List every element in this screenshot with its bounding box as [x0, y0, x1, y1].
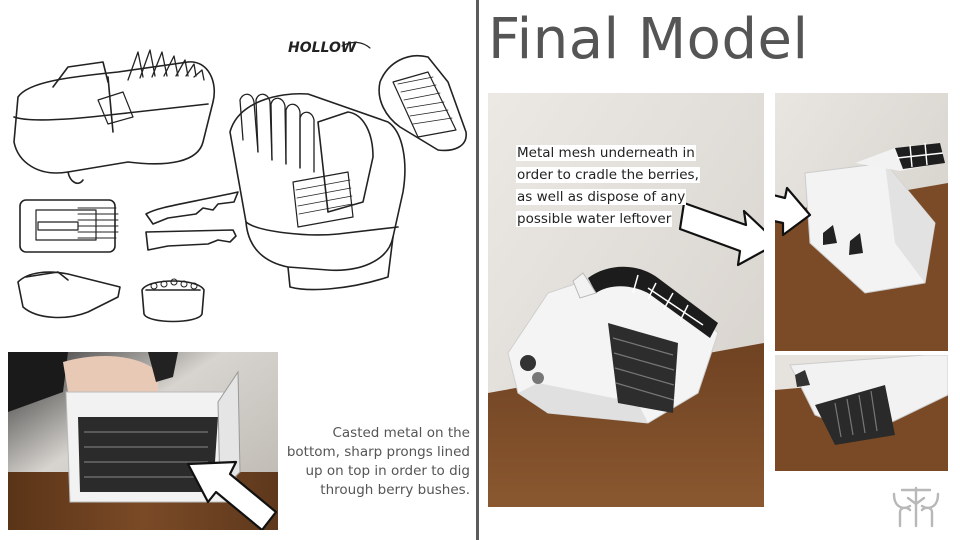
caption-line: Casted metal on the [332, 425, 470, 441]
photo-final-model-side [775, 93, 948, 351]
sketch-rake-large [13, 49, 215, 184]
sketch-topview [19, 199, 119, 253]
callout-line: as well as dispose of any [516, 189, 687, 205]
logo-icon [888, 484, 944, 530]
caption-casted-metal: Casted metal on the bottom, sharp prongs… [282, 424, 470, 500]
arrow-icon [678, 201, 764, 267]
sketch-sideview [17, 271, 121, 319]
caption-line: up on top in order to dig [305, 463, 470, 479]
caption-line: bottom, sharp prongs lined [286, 444, 470, 460]
callout-line: order to cradle the berries, [516, 167, 700, 183]
photo-final-model-main [488, 93, 764, 507]
arrow-icon [186, 460, 278, 530]
page-title: Final Model [488, 7, 809, 72]
sketch-scoop [378, 55, 467, 152]
arrow-icon [775, 186, 812, 237]
concept-sketches: HOLLOW [8, 22, 478, 332]
callout-metal-mesh: Metal mesh underneath in order to cradle… [516, 142, 706, 230]
sketch-label: HOLLOW [288, 40, 357, 56]
caption-line: through berry bushes. [320, 482, 470, 498]
vertical-divider [476, 0, 479, 540]
sketch-rake-center [229, 92, 406, 291]
photo-prototype-underside [8, 352, 278, 530]
callout-line: possible water leftover [516, 211, 673, 227]
callout-line: Metal mesh underneath in [516, 145, 696, 161]
sketch-frontview [141, 278, 205, 323]
photo-final-model-prongs [775, 355, 948, 471]
sketch-prongs [145, 191, 239, 251]
